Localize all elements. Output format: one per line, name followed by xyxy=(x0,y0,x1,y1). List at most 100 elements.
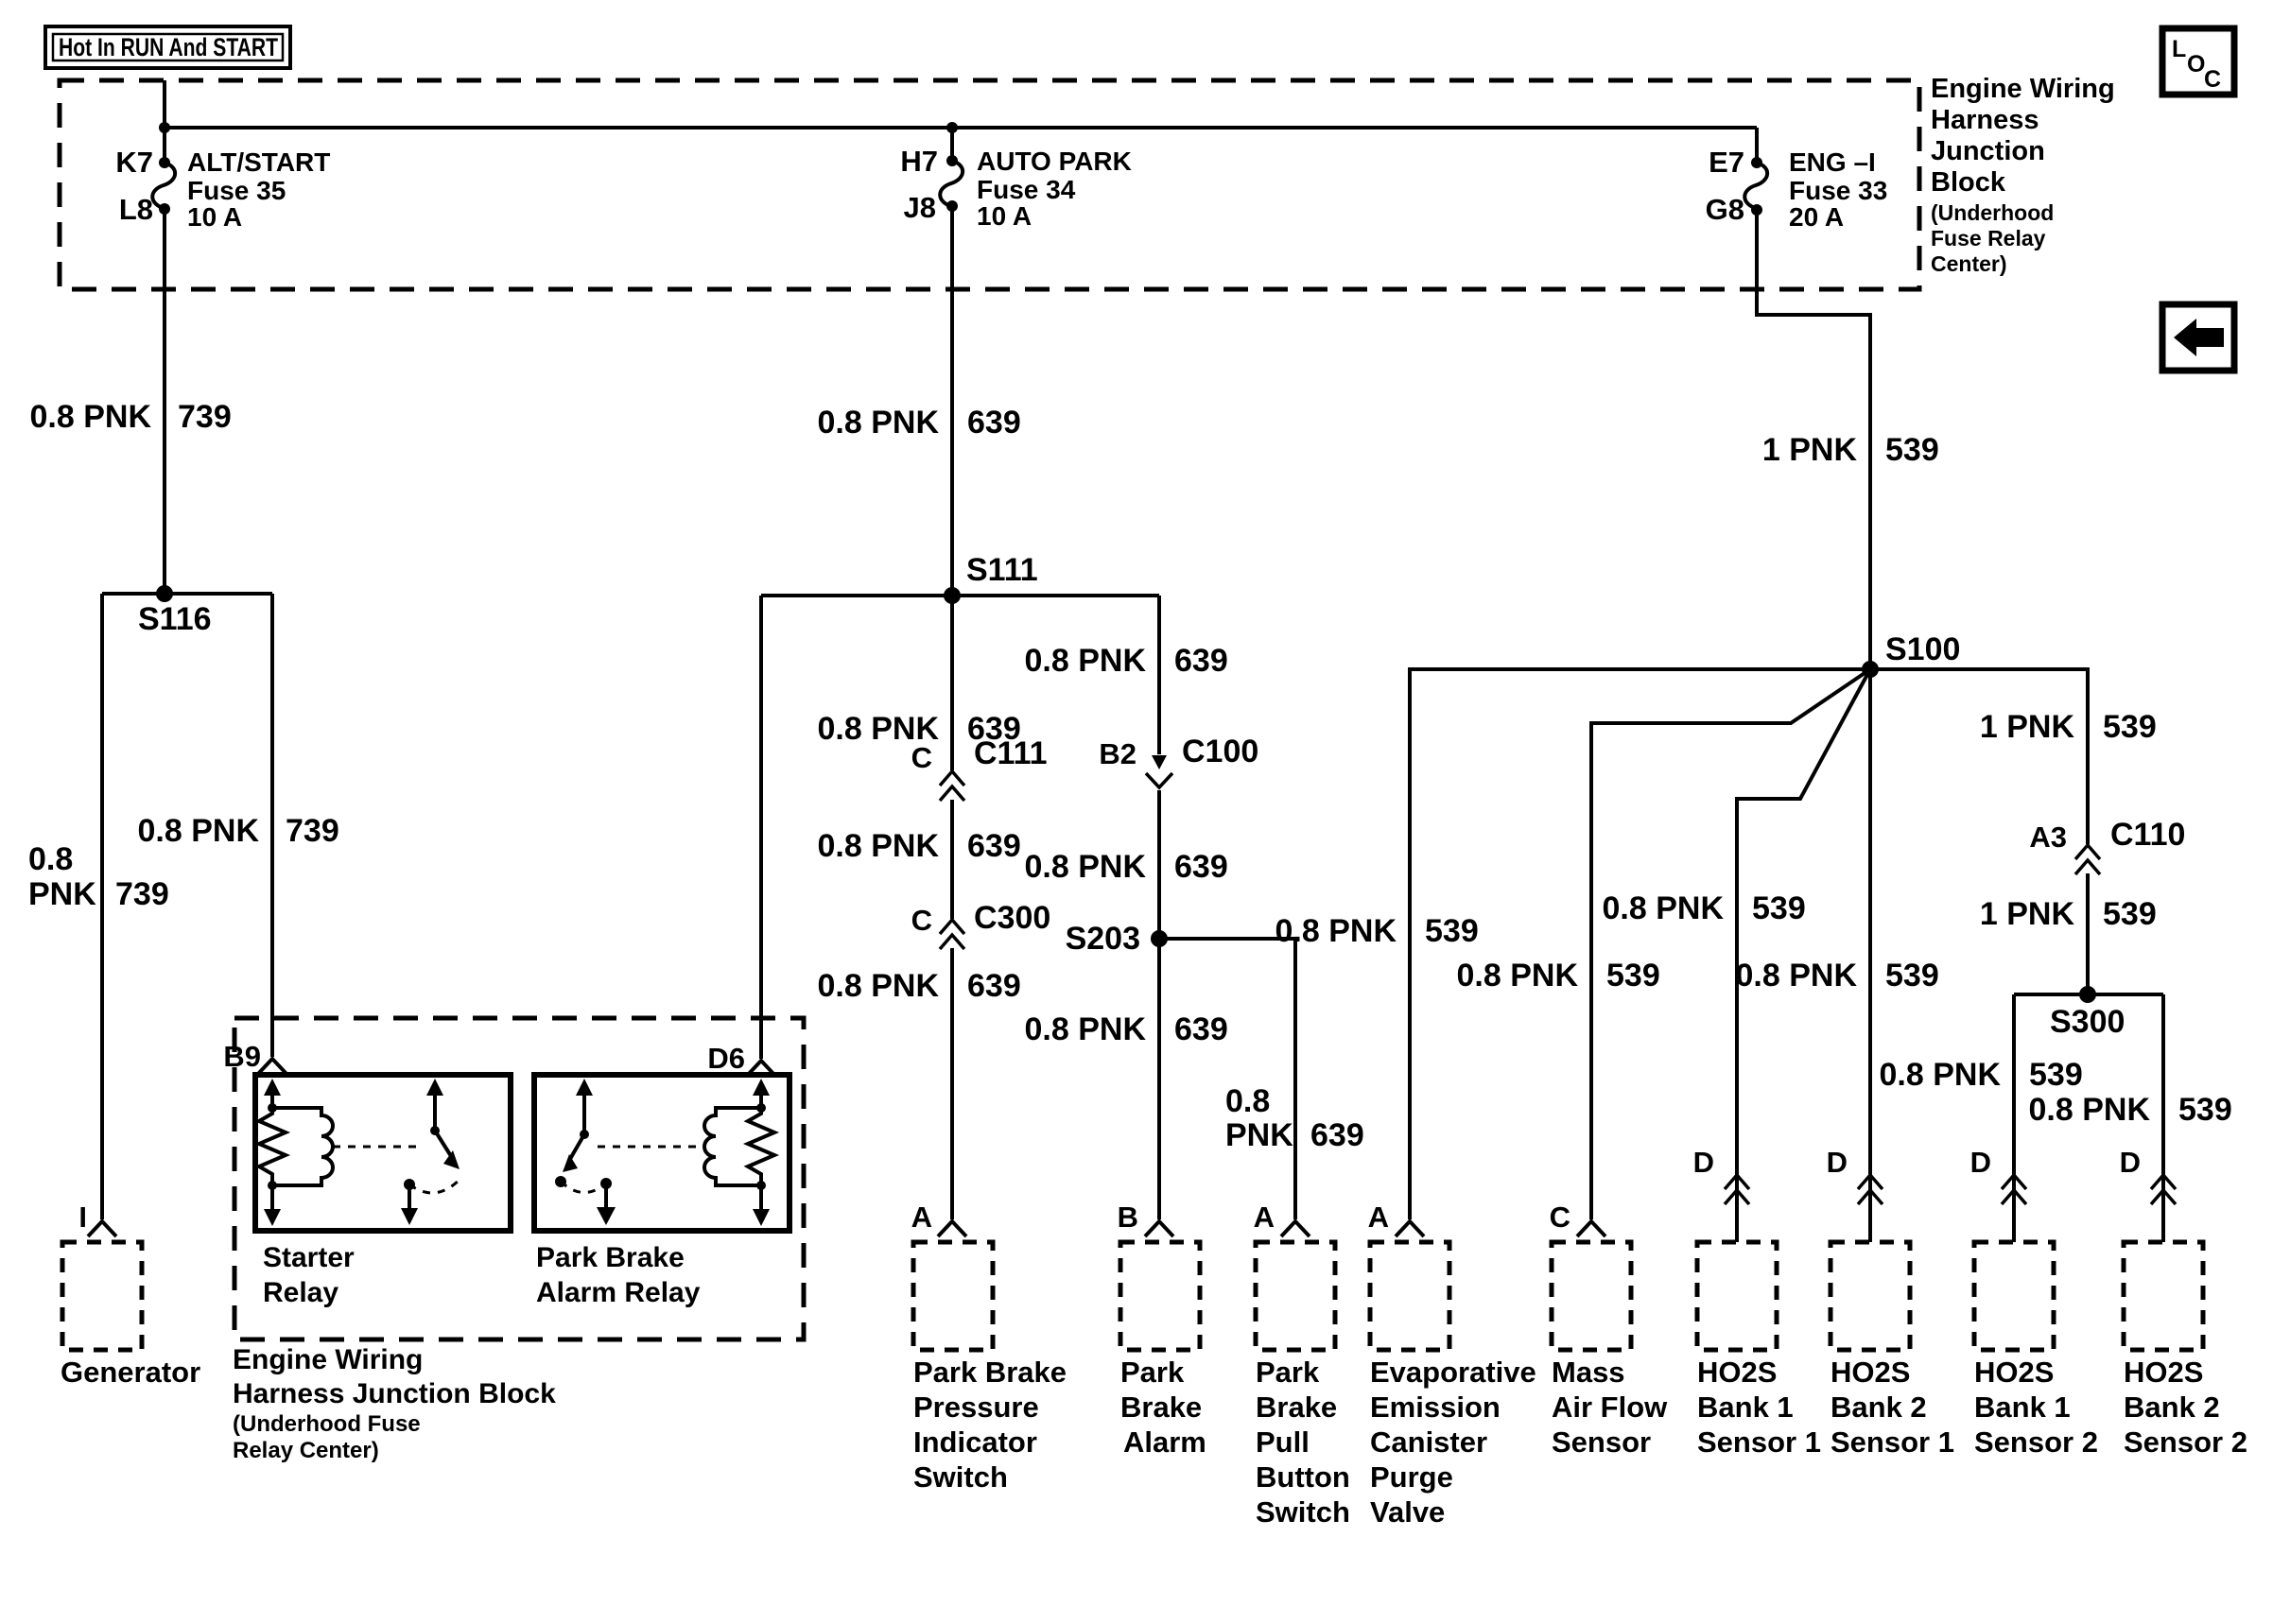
c110-upper-wire xyxy=(1870,667,2090,844)
ho2s-b2s2-label-1: HO2S xyxy=(2124,1356,2203,1389)
wire-label-19-circuit: 539 xyxy=(2178,1092,2232,1128)
pb-alarm-terminal: B xyxy=(1118,1201,1138,1234)
fuse35-id: Fuse 35 xyxy=(187,176,286,205)
ho2s-b2s2-box xyxy=(2121,1239,2206,1353)
pb-relay-coil-bottom-arrow xyxy=(753,1209,770,1226)
wire-label-1-gauge: 0.8 xyxy=(28,841,73,877)
component-ho2s-bank2-sensor2: D HO2S Bank 2 Sensor 2 xyxy=(2120,1146,2247,1459)
fuse35-pin-bottom: L8 xyxy=(119,193,153,226)
wire-label-16-circuit: 539 xyxy=(2103,709,2157,745)
wire-label-1-circuit: 739 xyxy=(115,876,169,912)
ho2s-b2s1-label-3: Sensor 1 xyxy=(1831,1425,1954,1459)
top-jb-sub-1: (Underhood xyxy=(1931,200,2054,225)
bottom-junction-block-outline xyxy=(232,1015,807,1342)
ho2s-b2s2-label-3: Sensor 2 xyxy=(2124,1425,2247,1459)
pb-relay-coil-top-arrow xyxy=(753,1079,770,1096)
bottom-jb-title-1: Engine Wiring xyxy=(233,1344,423,1375)
bus-junction-dot-2 xyxy=(946,122,958,133)
fuse34-pin-bottom-dot xyxy=(946,200,958,212)
wire-label-12-spec: 0.8 PNK xyxy=(1457,958,1579,993)
bottom-jb-sub-1: (Underhood Fuse xyxy=(233,1411,421,1437)
fuse34-rating: 10 A xyxy=(977,201,1032,231)
wire-label-0-spec: 0.8 PNK xyxy=(30,399,152,435)
maf-box xyxy=(1549,1239,1634,1353)
pb-alarm-label-2: Brake xyxy=(1120,1391,1202,1424)
pbpis-label-1: Park Brake xyxy=(913,1356,1067,1389)
evap-label-5: Valve xyxy=(1370,1495,1445,1529)
wire-label-1-color: PNK xyxy=(28,876,96,912)
splice-s100-label: S100 xyxy=(1885,631,1960,667)
connector-c110-name: C110 xyxy=(2110,817,2185,853)
component-mass-air-flow-sensor: C Mass Air Flow Sensor xyxy=(1549,1201,1668,1459)
wire-label-4-spec: 0.8 PNK xyxy=(818,711,940,747)
pbpbs-terminal: A xyxy=(1254,1201,1275,1234)
wire-label-12-circuit: 539 xyxy=(1606,958,1660,993)
splice-s203-label: S203 xyxy=(1066,921,1140,957)
bus-junction-dot-1 xyxy=(159,122,170,133)
component-evap-canister-purge-valve: A Evaporative Emission Canister Purge Va… xyxy=(1367,1201,1536,1529)
ho2s-b1s1-label-2: Bank 1 xyxy=(1697,1391,1794,1424)
wire-label-8-circuit: 639 xyxy=(1174,849,1228,885)
loc-box xyxy=(2159,25,2238,98)
top-jb-title-3: Junction xyxy=(1931,136,2045,166)
ho2s-b2s2-label-2: Bank 2 xyxy=(2124,1391,2220,1424)
ho2s-b1s2-terminal: D xyxy=(1970,1146,1991,1179)
maf-label-3: Sensor xyxy=(1552,1425,1651,1459)
starter-relay: Starter Relay xyxy=(252,1072,513,1308)
park-brake-alarm-relay-box xyxy=(531,1072,792,1234)
starter-relay-throw-arc xyxy=(408,1176,463,1195)
hot-label-inner-frame xyxy=(51,32,285,62)
circuit-739: 0.8 PNK 739 S116 0.8 PNK 739 0.8 PNK 739… xyxy=(28,399,339,1389)
fuse35-pin-top-dot xyxy=(159,157,170,168)
ho2s-b1s1-box xyxy=(1694,1239,1779,1353)
pbpbs-terminal-connector xyxy=(1279,1219,1311,1238)
pbpis-terminal: A xyxy=(911,1201,932,1234)
maf-terminal: C xyxy=(1550,1201,1570,1234)
fuse35-element xyxy=(150,161,178,211)
pbpbs-label-1: Park xyxy=(1256,1356,1320,1389)
wire-label-10-gauge: 0.8 xyxy=(1225,1083,1270,1119)
fuse33-rating: 20 A xyxy=(1789,202,1844,232)
generator-terminal: I xyxy=(78,1201,87,1234)
fuse33-element xyxy=(1743,161,1770,211)
wire-label-13-spec: 0.8 PNK xyxy=(1603,890,1725,926)
ho2s-b1s2-label-2: Bank 1 xyxy=(1974,1391,2071,1424)
generator-terminal-connector xyxy=(86,1219,118,1238)
ho2s-b1s1-label-3: Sensor 1 xyxy=(1697,1425,1821,1459)
starter-relay-coil-top-arrow xyxy=(264,1079,281,1096)
starter-relay-coil xyxy=(272,1106,335,1187)
pbpbs-label-4: Button xyxy=(1256,1460,1350,1494)
wire-label-15-spec: 1 PNK xyxy=(1762,432,1858,468)
pb-relay-switch-blade xyxy=(568,1133,586,1160)
wire-label-6-circuit: 639 xyxy=(967,968,1021,1004)
wire-label-18-spec: 0.8 PNK xyxy=(1880,1057,2002,1093)
fuse33-pin-bottom: G8 xyxy=(1706,193,1744,226)
connector-c110-pin: A3 xyxy=(2029,821,2067,854)
pb-alarm-label-3: Alarm xyxy=(1123,1425,1206,1459)
connector-c300-name: C300 xyxy=(974,900,1050,936)
fuse34-name: AUTO PARK xyxy=(977,147,1132,176)
evap-terminal: A xyxy=(1368,1201,1389,1234)
pbpbs-label-2: Brake xyxy=(1256,1391,1337,1424)
pbpis-label-3: Indicator xyxy=(913,1425,1037,1459)
connector-c100-pin: B2 xyxy=(1099,737,1136,770)
maf-label-2: Air Flow xyxy=(1552,1391,1668,1424)
wire-label-9-circuit: 639 xyxy=(1174,1011,1228,1047)
starter-relay-switch-top-arrow xyxy=(426,1079,443,1096)
top-jb-sub-3: Center) xyxy=(1931,251,2007,276)
wire-label-10-color: PNK xyxy=(1225,1117,1293,1153)
splice-s116-label: S116 xyxy=(138,601,212,637)
back-arrow-box xyxy=(2159,301,2238,374)
fuse34-element xyxy=(938,159,965,209)
pb-relay-switch-top-arrow xyxy=(576,1079,593,1096)
top-junction-block-outline xyxy=(57,78,1922,292)
component-park-brake-pressure-indicator-switch: A Park Brake Pressure Indicator Switch xyxy=(911,1201,1067,1494)
wire-label-14-circuit: 539 xyxy=(1885,958,1939,993)
top-jb-sub-2: Fuse Relay xyxy=(1931,226,2046,251)
top-jb-title-1: Engine Wiring xyxy=(1931,74,2115,104)
pbpbs-label-5: Switch xyxy=(1256,1495,1350,1529)
maf-label-1: Mass xyxy=(1552,1356,1625,1389)
ho2s-b2s1-label-1: HO2S xyxy=(1831,1356,1910,1389)
maf-wire xyxy=(1589,667,1872,1219)
